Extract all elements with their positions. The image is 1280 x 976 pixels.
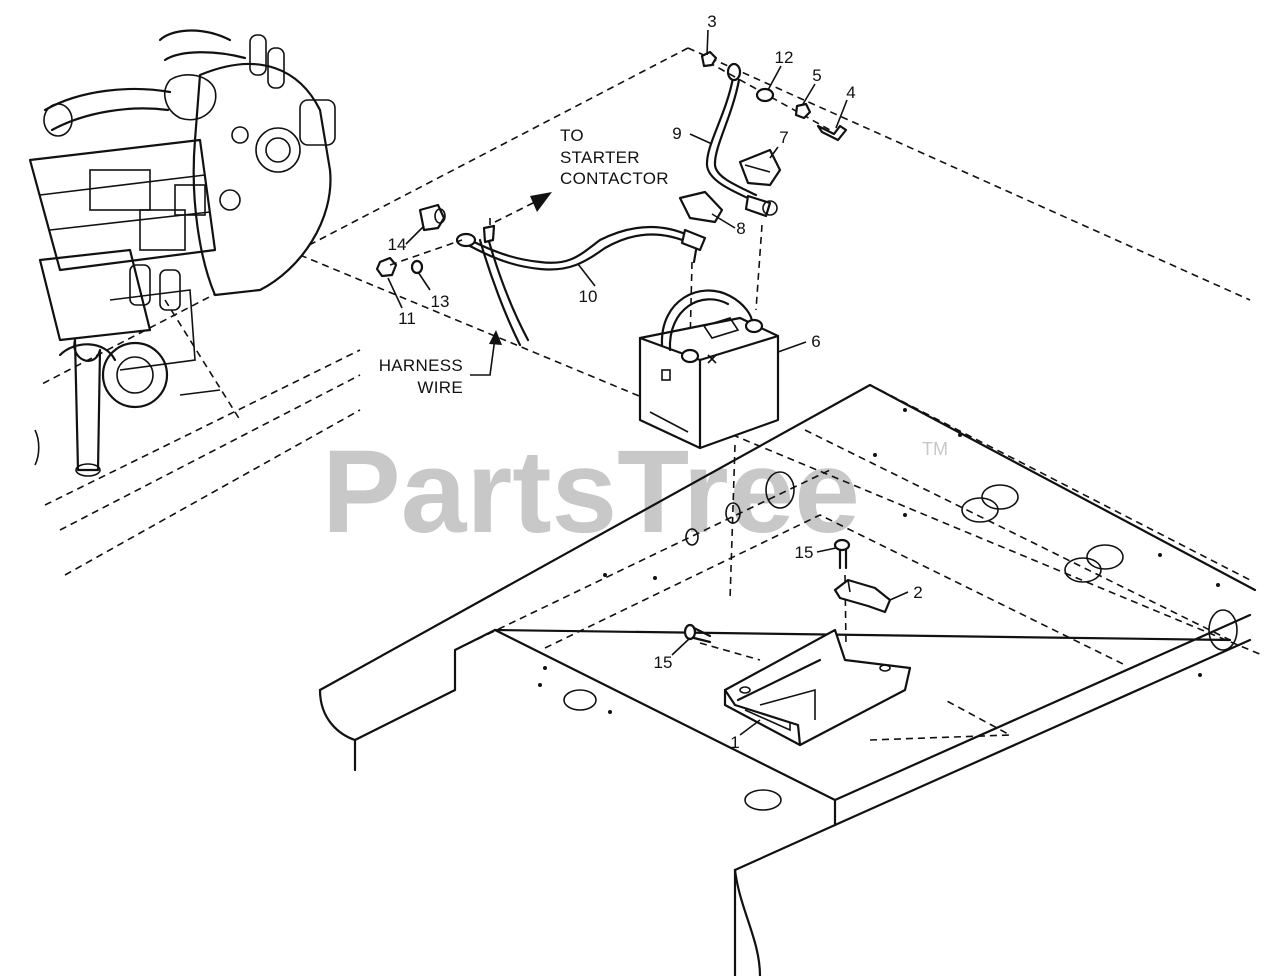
callout-1: 1 xyxy=(730,733,739,752)
callout-6: 6 xyxy=(811,332,820,351)
callout-8: 8 xyxy=(736,219,745,238)
callout-12: 12 xyxy=(775,48,794,67)
harness-wire xyxy=(478,218,530,347)
callout-15-top: 15 xyxy=(795,543,814,562)
ground-cable xyxy=(705,62,778,311)
note-contactor: CONTACTOR xyxy=(560,169,669,188)
terminal-boot-red xyxy=(738,148,782,187)
callout-4: 4 xyxy=(846,83,855,102)
battery xyxy=(638,289,780,601)
ground-hardware xyxy=(700,50,848,142)
cable-washer xyxy=(410,259,424,275)
callout-7: 7 xyxy=(779,128,788,147)
callout-14: 14 xyxy=(388,235,407,254)
starter-cable xyxy=(455,225,707,346)
battery-tray xyxy=(699,574,912,747)
to-starter-arrow xyxy=(494,192,552,223)
watermark-logo: PartsTree xyxy=(322,426,860,558)
note-wire: WIRE xyxy=(417,378,463,397)
callout-2: 2 xyxy=(913,583,922,602)
cable-nut xyxy=(375,256,398,278)
watermark-trademark: TM xyxy=(922,439,948,459)
enclosure-outline xyxy=(39,47,1263,656)
callout-13: 13 xyxy=(431,292,450,311)
leader-lines xyxy=(387,29,909,736)
callout-5: 5 xyxy=(812,66,821,85)
note-starter: STARTER xyxy=(560,148,640,167)
callout-3: 3 xyxy=(707,12,716,31)
engine-assembly xyxy=(28,29,361,576)
terminal-boot-black xyxy=(678,190,724,224)
generator-frame xyxy=(318,383,1257,976)
tray-screw-top xyxy=(833,538,851,570)
callout-10: 10 xyxy=(579,287,598,306)
callout-9: 9 xyxy=(672,124,681,143)
starter-contactor-note: TO STARTER CONTACTOR xyxy=(560,126,669,188)
hold-down-bracket xyxy=(833,578,892,614)
stud-axis xyxy=(389,239,463,266)
note-harness: HARNESS xyxy=(379,356,463,375)
note-to: TO xyxy=(560,126,584,145)
harness-leader xyxy=(470,330,502,376)
harness-wire-note: HARNESS WIRE xyxy=(379,356,463,397)
callout-15-side: 15 xyxy=(654,653,673,672)
callout-11: 11 xyxy=(398,309,416,328)
